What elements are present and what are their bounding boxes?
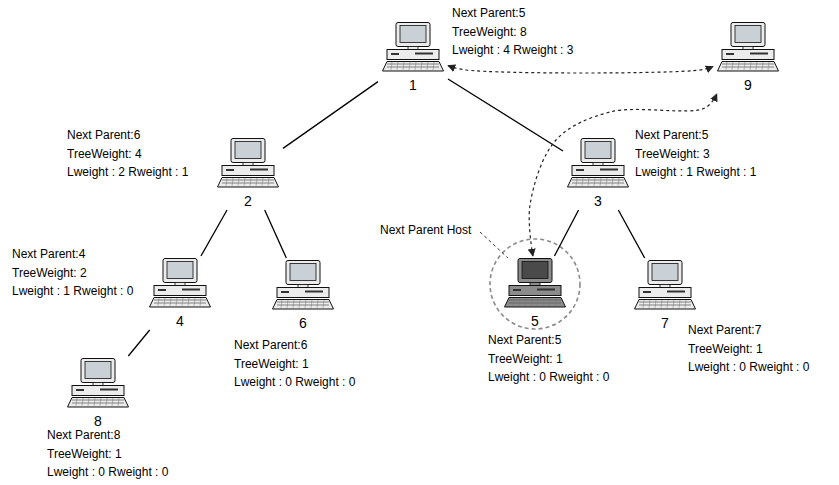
computer-icon [217, 138, 279, 188]
tree-link [128, 330, 149, 356]
node-info: Next Parent:8 [47, 426, 168, 445]
node-info: Next Parent:7 [688, 321, 809, 340]
node-info: Next Parent:6 [234, 336, 355, 355]
node-info: Next Parent:5 [452, 4, 573, 23]
node-info: Lweight : 2 Rweight : 1 [67, 163, 188, 182]
node-info: TreeWeight: 4 [67, 145, 188, 164]
node-info: TreeWeight: 2 [12, 264, 133, 283]
host-computer: 2Next Parent:6TreeWeight: 4Lweight : 2 R… [213, 136, 283, 210]
host-number: 3 [563, 192, 633, 210]
computer-icon [382, 22, 444, 72]
tree-link [618, 210, 644, 258]
host-computer: 1Next Parent:5TreeWeight: 8Lweight : 4 R… [378, 20, 448, 94]
node-info: Lweight : 0 Rweight : 0 [488, 368, 609, 387]
host-number: 5 [500, 312, 570, 330]
host-computer: 6Next Parent:6TreeWeight: 1Lweight : 0 R… [268, 258, 338, 332]
node-info: Lweight : 0 Rweight : 0 [234, 373, 355, 392]
tree-link [201, 210, 227, 256]
node-info: TreeWeight: 1 [47, 445, 168, 464]
host-computer: 7Next Parent:7TreeWeight: 1Lweight : 0 R… [630, 258, 700, 332]
host-computer: 5Next Parent:5TreeWeight: 1Lweight : 0 R… [500, 256, 570, 330]
computer-icon [717, 22, 779, 72]
computer-icon [272, 260, 334, 310]
host-number: 4 [145, 312, 215, 330]
message-arrow [448, 66, 713, 73]
leader-line [480, 232, 508, 258]
host-computer: 8Next Parent:8TreeWeight: 1Lweight : 0 R… [63, 356, 133, 430]
node-info: TreeWeight: 8 [452, 23, 573, 42]
highlight-circle [490, 239, 580, 329]
node-info: Next Parent:6 [67, 126, 188, 145]
host-number: 8 [63, 412, 133, 430]
node-info: Next Parent:5 [488, 331, 609, 350]
tree-link [283, 82, 378, 149]
tree-link [265, 210, 287, 258]
computer-icon [504, 258, 566, 308]
tree-link [554, 210, 578, 256]
host-number: 1 [378, 76, 448, 94]
node-info: TreeWeight: 1 [688, 340, 809, 359]
host-computer: 4Next Parent:4TreeWeight: 2Lweight : 1 R… [145, 256, 215, 330]
host-number: 2 [213, 192, 283, 210]
host-computer: 3Next Parent:5TreeWeight: 3Lweight : 1 R… [563, 136, 633, 210]
computer-icon [634, 260, 696, 310]
node-info: TreeWeight: 1 [488, 350, 609, 369]
host-number: 6 [268, 314, 338, 332]
host-computer: 9 [713, 20, 783, 94]
node-info: TreeWeight: 1 [234, 355, 355, 374]
node-info: Lweight : 0 Rweight : 0 [688, 358, 809, 377]
computer-icon [567, 138, 629, 188]
tree-link [448, 79, 563, 151]
callout-label: Next Parent Host [380, 222, 471, 238]
host-number: 9 [713, 76, 783, 94]
node-info: Lweight : 4 Rweight : 3 [452, 41, 573, 60]
node-info: TreeWeight: 3 [635, 145, 756, 164]
node-info: Lweight : 0 Rweight : 0 [47, 463, 168, 482]
node-info: Lweight : 1 Rweight : 1 [635, 163, 756, 182]
node-info: Next Parent:4 [12, 245, 133, 264]
computer-icon [149, 258, 211, 308]
node-info: Next Parent:5 [635, 126, 756, 145]
node-info: Lweight : 1 Rweight : 0 [12, 282, 133, 301]
computer-icon [67, 358, 129, 408]
